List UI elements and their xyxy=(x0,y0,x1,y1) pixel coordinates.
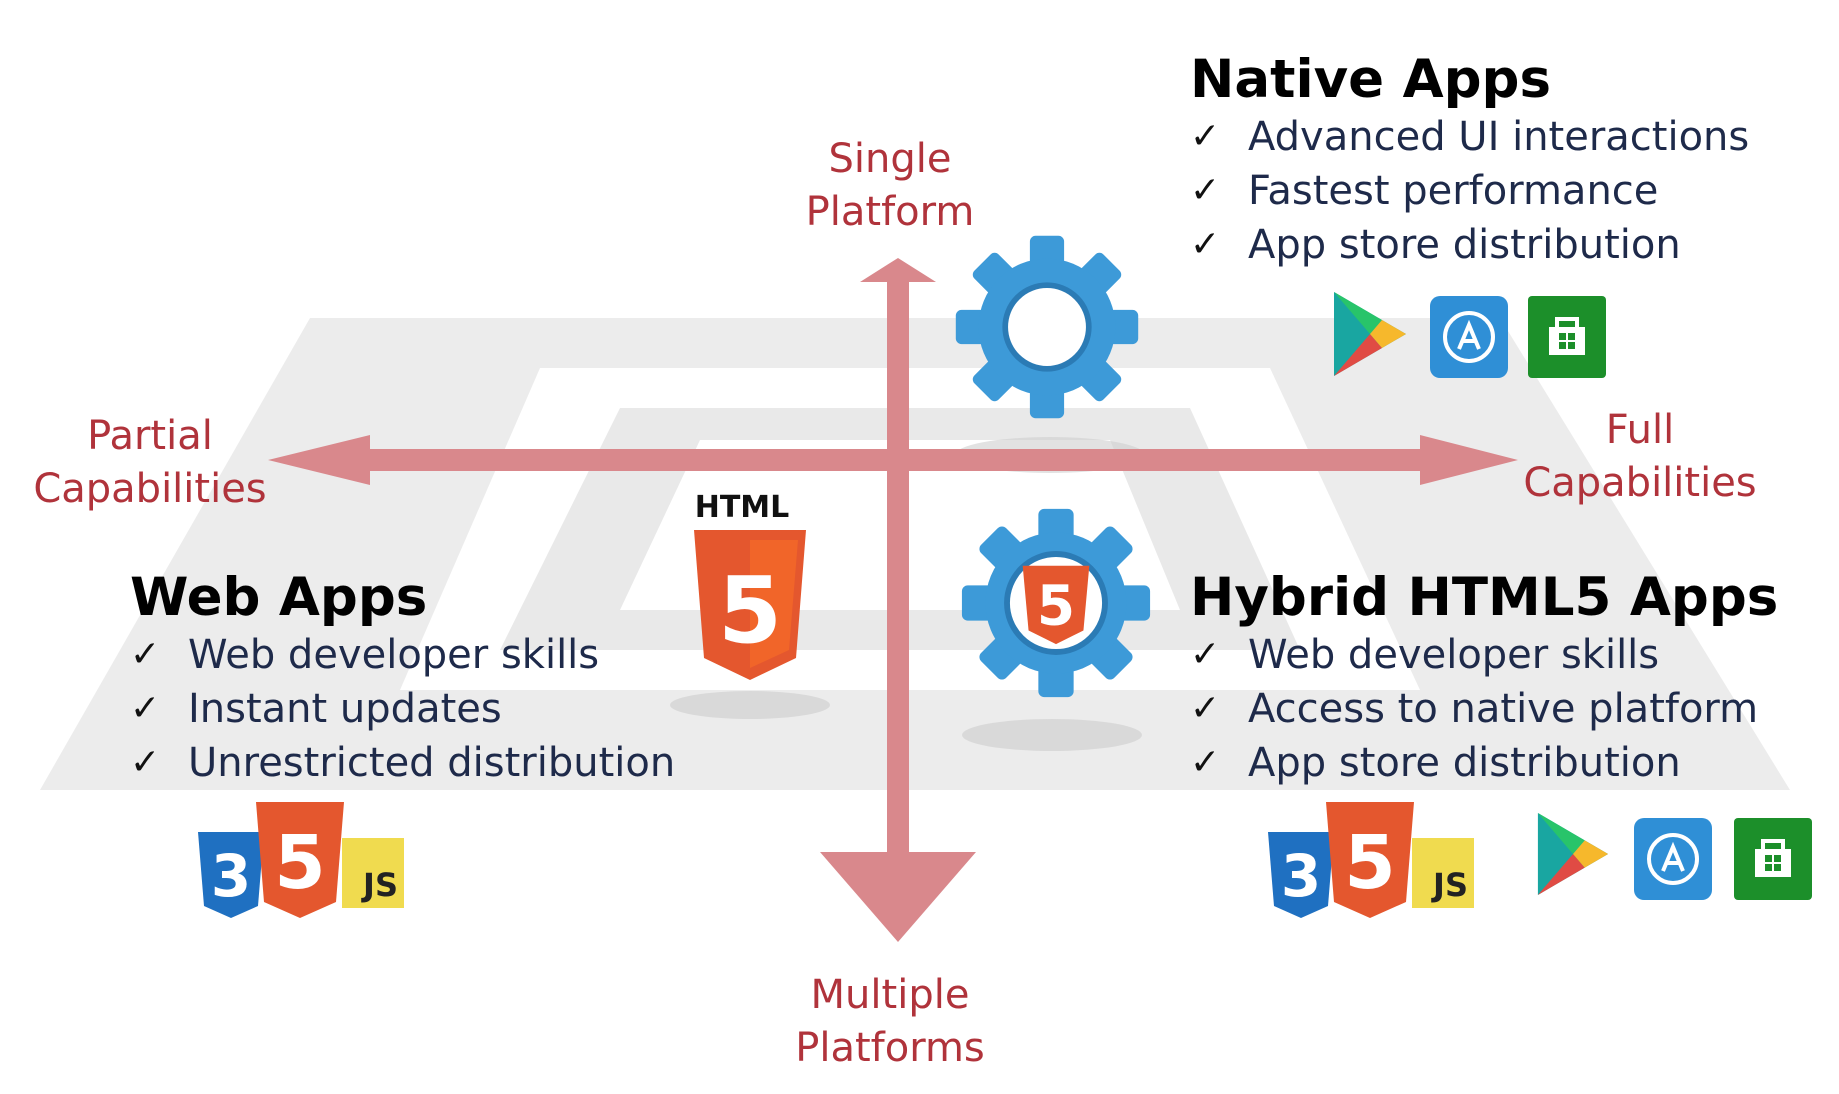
hybrid-apps-title: Hybrid HTML5 Apps xyxy=(1190,567,1779,628)
html5-icon: 5 xyxy=(694,530,806,680)
list-item: ✓ Access to native platform xyxy=(1190,682,1758,736)
check-icon: ✓ xyxy=(1190,224,1221,265)
css3-digit: 3 xyxy=(211,842,251,910)
axis-label-bottom: Multiple Platforms xyxy=(780,969,1000,1075)
axis-label-right: Full Capabilities xyxy=(1510,404,1770,510)
list-item: ✓ Advanced UI interactions xyxy=(1190,110,1749,164)
html5-icon: 5 xyxy=(256,802,344,918)
axis-label-top-line2: Platform xyxy=(805,189,975,235)
check-icon: ✓ xyxy=(1190,742,1221,783)
hybrid-tech-logos: 3 5 JS xyxy=(1266,802,1474,920)
gear-icon: 5 xyxy=(961,508,1151,698)
web-tech-logos: 3 5 JS xyxy=(196,802,404,920)
css3-icon: 3 xyxy=(1268,832,1334,918)
js-icon: JS xyxy=(1412,838,1474,908)
web-apps-title: Web Apps xyxy=(130,567,428,628)
axis-label-left-line2: Capabilities xyxy=(33,466,267,512)
feature-text: Fastest performance xyxy=(1248,168,1659,214)
feature-text: App store distribution xyxy=(1248,740,1681,786)
gear-icon xyxy=(955,235,1139,419)
web-apps-feature-list: ✓ Web developer skills ✓ Instant updates ✓… xyxy=(130,628,675,790)
list-item: ✓ Unrestricted distribution xyxy=(130,736,675,790)
feature-text: Advanced UI interactions xyxy=(1248,114,1750,160)
app-store-icon xyxy=(1634,818,1712,900)
vertical-axis-arrow xyxy=(820,258,976,942)
windows-store-icon xyxy=(1528,296,1606,378)
check-icon: ✓ xyxy=(1190,634,1221,675)
hybrid-apps-feature-list: ✓ Web developer skills ✓ Access to native … xyxy=(1190,628,1758,790)
html5-digit: 5 xyxy=(718,557,782,664)
feature-text: Unrestricted distribution xyxy=(188,740,676,786)
horizontal-axis-arrow xyxy=(268,435,1518,485)
check-icon: ✓ xyxy=(1190,688,1221,729)
windows-store-icon xyxy=(1734,818,1812,900)
feature-text: Access to native platform xyxy=(1248,686,1759,732)
axis-label-top: Single Platform xyxy=(790,133,990,239)
list-item: ✓ Web developer skills xyxy=(130,628,675,682)
list-item: ✓ App store distribution xyxy=(1190,218,1749,272)
feature-text: Web developer skills xyxy=(1248,632,1660,678)
axis-label-top-line1: Single xyxy=(828,136,952,182)
list-item: ✓ Instant updates xyxy=(130,682,675,736)
axis-label-left-line1: Partial xyxy=(87,413,213,459)
check-icon: ✓ xyxy=(1190,170,1221,211)
html-caption: HTML xyxy=(694,490,790,525)
google-play-icon xyxy=(1334,292,1406,376)
css3-digit: 3 xyxy=(1281,842,1321,910)
app-store-icon xyxy=(1430,296,1508,378)
native-apps-title: Native Apps xyxy=(1190,49,1552,110)
list-item: ✓ Fastest performance xyxy=(1190,164,1749,218)
html5-digit: 5 xyxy=(1037,574,1075,638)
js-icon: JS xyxy=(342,838,404,908)
check-icon: ✓ xyxy=(130,688,161,729)
html5-digit: 5 xyxy=(274,820,326,906)
native-apps-feature-list: ✓ Advanced UI interactions ✓ Fastest perfo… xyxy=(1190,110,1749,272)
check-icon: ✓ xyxy=(130,634,161,675)
feature-text: App store distribution xyxy=(1248,222,1681,268)
check-icon: ✓ xyxy=(1190,116,1221,157)
feature-text: Instant updates xyxy=(188,686,502,732)
css3-icon: 3 xyxy=(198,832,264,918)
axis-label-right-line2: Capabilities xyxy=(1523,460,1757,506)
check-icon: ✓ xyxy=(130,742,161,783)
feature-text: Web developer skills xyxy=(188,632,600,678)
axis-label-bottom-line2: Platforms xyxy=(795,1025,985,1071)
native-store-icons xyxy=(1330,290,1606,378)
axis-label-bottom-line1: Multiple xyxy=(810,972,970,1018)
html5-digit: 5 xyxy=(1344,820,1396,906)
axis-label-right-line1: Full xyxy=(1605,407,1675,453)
hybrid-store-icons xyxy=(1534,808,1812,900)
html5-icon: 5 xyxy=(1326,802,1414,918)
list-item: ✓ Web developer skills xyxy=(1190,628,1758,682)
google-play-icon xyxy=(1537,813,1609,895)
axis-label-left: Partial Capabilities xyxy=(20,410,280,516)
list-item: ✓ App store distribution xyxy=(1190,736,1758,790)
